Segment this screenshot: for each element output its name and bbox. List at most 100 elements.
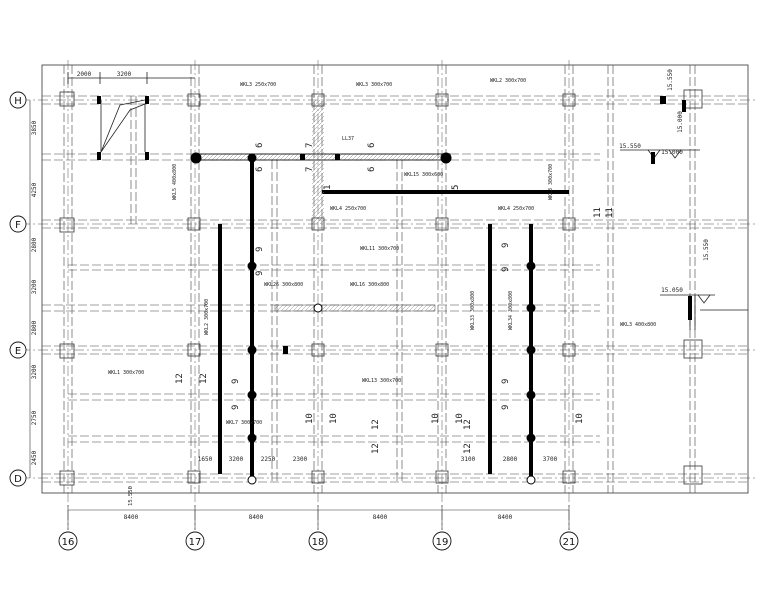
mark-24: 12 [199,373,209,384]
columns [59,89,703,486]
mark-20: 12 [463,443,473,454]
beam-label-wkl2-mid: WKL2 300x700 [204,299,210,335]
mark-27: 11 [605,207,615,218]
mark-9: 9 [231,379,241,384]
beam-label-wkl26: WKL26 300x800 [264,282,303,288]
mark-6: 6 [367,167,377,172]
dim-left-3: 2800 [31,237,38,252]
dim-left-8: 2450 [31,450,38,465]
dim-left-6: 3200 [31,364,38,379]
beam-lines-horizontal [42,95,748,483]
beam-label-wkl7: WKL7 300x700 [226,420,262,426]
mark-29: 5 [451,185,461,190]
axis-label-D: D [14,474,22,485]
mark-7: 9 [255,247,265,252]
beam-label-wkl15: WKL15 300x600 [404,172,443,178]
dim-inner-5: 3100 [461,456,476,463]
beam-label-wkl1: WKL1 300x700 [108,370,144,376]
mark-15: 12 [371,419,381,430]
beam-label-wkl3-r: WKL3 300x700 [548,164,554,200]
mark-26: 11 [593,207,603,218]
dim-inner-4: 2300 [293,456,308,463]
axis-label-18: 18 [312,537,325,548]
mark-16: 12 [371,443,381,454]
axis-label-H: H [14,96,22,107]
dim-top-1: 2000 [77,71,92,78]
mark-2: 6 [255,167,265,172]
beam-label-wkl3-top2: WKL3 300x700 [356,82,392,88]
beam-lines-vertical [63,65,696,493]
mark-8: 9 [255,271,265,276]
dim-inner-1: 1650 [198,456,213,463]
dim-top-2: 3200 [117,71,132,78]
axis-label-17: 17 [189,537,202,548]
mark-18: 10 [455,413,465,424]
mark-28: 1 [323,185,333,190]
mark-11: 9 [501,243,511,248]
axis-label-16: 16 [62,537,75,548]
mark-17: 10 [431,413,441,424]
mark-22: 9 [501,405,511,410]
axis-bubbles [9,91,579,551]
beam-label-wkl4: WKL4 250x700 [330,206,366,212]
heavy-beams [218,155,569,480]
dim-left-2: 4250 [31,182,38,197]
beam-label-wkl13: WKL13 300x700 [362,378,401,384]
slab-outline [41,64,749,494]
dim-inner-2: 3200 [229,456,244,463]
beam-label-wkl34: WKL34 300x800 [508,291,514,330]
elevation-2: 15.550 [619,143,641,150]
beam-markers [97,96,666,354]
axis-label-19: 19 [436,537,449,548]
beam-label-wkl3-far: WKL3 400x800 [620,322,656,328]
beam-label-wkl33: WKL33 300x800 [470,291,476,330]
step-lines [67,72,195,154]
elevation-6: 15.000 [677,111,684,133]
mark-23: 12 [175,373,185,384]
mark-3: 7 [305,143,315,148]
beam-label-wkl11: WKL11 300x700 [360,246,399,252]
dim-left-7: 2750 [31,410,38,425]
mark-4: 7 [305,167,315,172]
column-circles [190,152,536,485]
mark-1: 6 [255,143,265,148]
axis-label-F: F [15,220,21,231]
dim-left-1: 3850 [31,120,38,135]
dim-bottom-2: 8400 [249,514,264,521]
elevation-markers [651,100,692,320]
dim-left-5: 2800 [31,320,38,335]
mark-12: 9 [501,267,511,272]
dim-inner-3: 2250 [261,456,276,463]
beam-label-wkl16: WKL16 300x800 [350,282,389,288]
elevation-symbols [620,149,748,330]
elevation-1: 15.550 [667,69,674,91]
elevation-4: 15.050 [661,287,683,294]
mark-14: 10 [329,413,339,424]
dimension-lines [29,100,570,530]
beam-label-wkl5: WKL5 400x800 [172,164,178,200]
beam-label-wkl4-r: WKL4 250x700 [498,206,534,212]
beam-label-ll37: LL37 [342,136,354,142]
mark-19: 12 [463,419,473,430]
grid-lines [20,60,755,530]
dim-bottom-3: 8400 [373,514,388,521]
dim-bottom-4: 8400 [498,514,513,521]
mark-25: 10 [575,413,585,424]
hatched-beam [194,100,451,312]
dim-inner-7: 3700 [543,456,558,463]
dim-bottom-1: 8400 [124,514,139,521]
beam-label-wkl2-top: WKL2 300x700 [490,78,526,84]
mark-10: 9 [231,405,241,410]
mark-5: 6 [367,143,377,148]
mark-13: 10 [305,413,315,424]
dim-inner-6: 2800 [503,456,518,463]
dim-left-4: 3200 [31,279,38,294]
elevation-5: 15.550 [703,239,710,261]
axis-label-E: E [15,346,21,357]
elevation-3: 15.000 [661,149,683,156]
elevation-7: 15.550 [128,486,134,506]
axis-label-21: 21 [563,537,576,548]
beam-label-wkl3-top: WKL3 250x700 [240,82,276,88]
mark-21: 9 [501,379,511,384]
